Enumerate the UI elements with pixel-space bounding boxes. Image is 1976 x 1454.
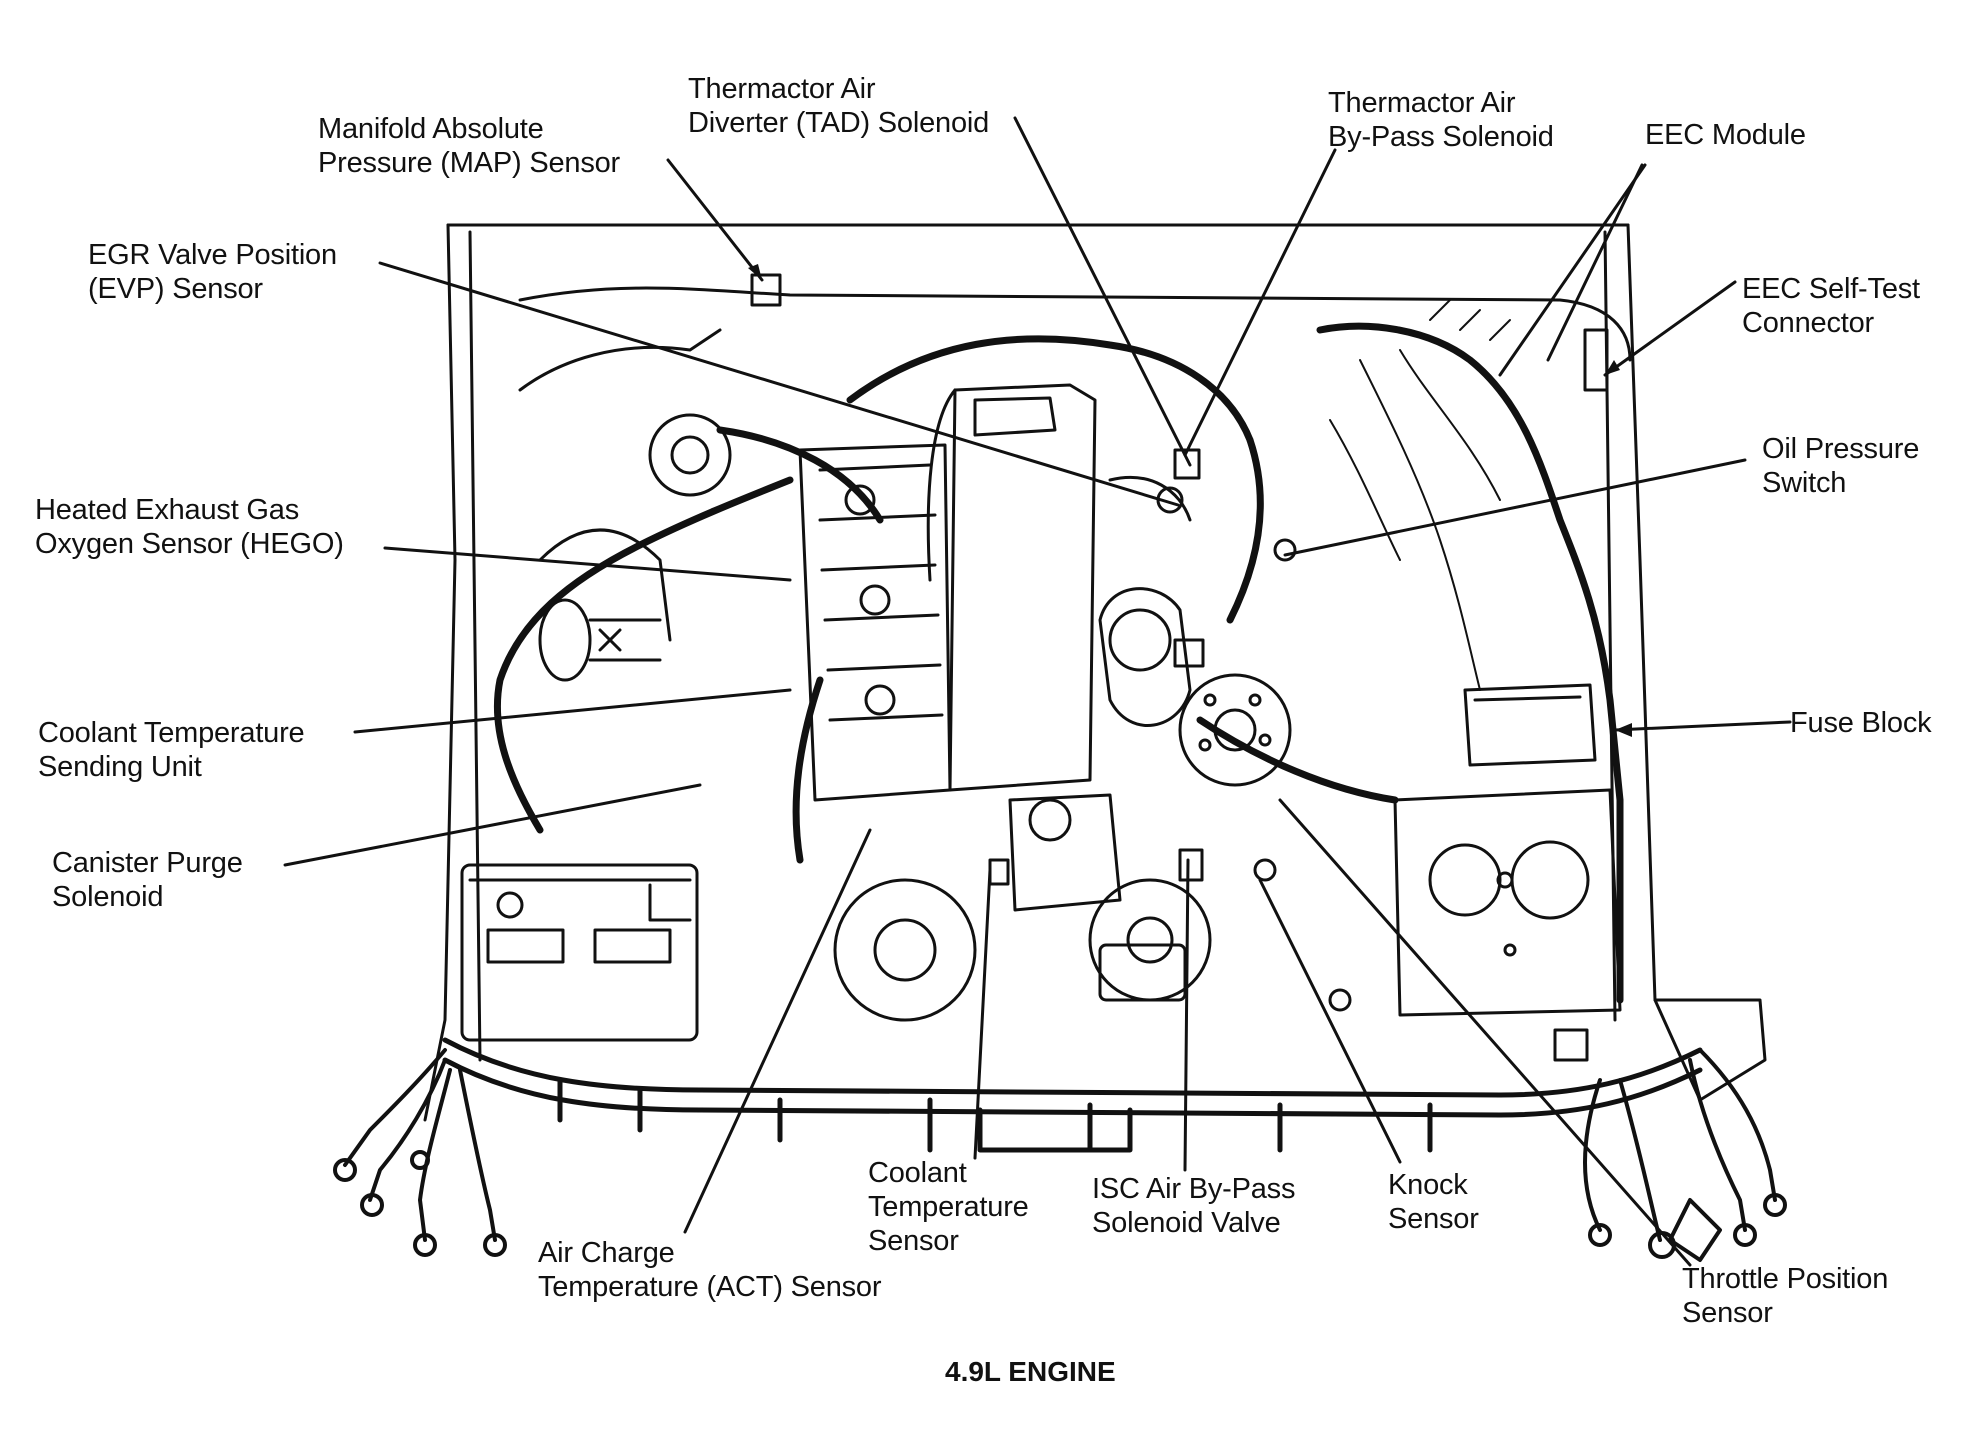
- air-cleaner: [926, 383, 1097, 792]
- diagram-caption: 4.9L ENGINE: [945, 1356, 1116, 1387]
- distributor: [1178, 673, 1292, 787]
- label-act-sensor-line-2: Temperature (ACT) Sensor: [538, 1271, 882, 1303]
- label-oil-pressure-line-2: Switch: [1762, 467, 1847, 499]
- label-act-sensor: Air Charge Temperature (ACT) Sensor: [538, 1236, 882, 1304]
- label-eec-module-line-1: EEC Module: [1645, 119, 1806, 151]
- label-isc-bypass-valve: ISC Air By-Pass Solenoid Valve: [1092, 1172, 1295, 1240]
- label-canister-purge-line-2: Solenoid: [52, 881, 164, 913]
- label-tab-solenoid-line-2: By-Pass Solenoid: [1328, 121, 1554, 153]
- label-tad-solenoid-line-2: Diverter (TAD) Solenoid: [688, 107, 990, 139]
- label-coolant-sensor-line-2: Temperature: [868, 1191, 1029, 1223]
- label-coolant-sensor-line-1: Coolant: [868, 1157, 967, 1189]
- label-isc-line-2: Solenoid Valve: [1092, 1207, 1281, 1239]
- label-hego-sensor-line-2: Oxygen Sensor (HEGO): [35, 528, 344, 560]
- label-egr-evp-sensor: EGR Valve Position (EVP) Sensor: [88, 238, 337, 306]
- intake-snorkel: [518, 328, 732, 682]
- fuse-block: [1463, 683, 1597, 767]
- label-egr-evp-sensor-line-2: (EVP) Sensor: [88, 273, 263, 305]
- label-tad-solenoid-line-1: Thermactor Air: [688, 73, 876, 105]
- label-coolant-temp-sensor: Coolant Temperature Sensor: [868, 1156, 1029, 1258]
- label-eec-self-test-line-1: EEC Self-Test: [1742, 273, 1920, 305]
- label-tps-line-2: Sensor: [1682, 1297, 1773, 1329]
- label-hego-sensor: Heated Exhaust Gas Oxygen Sensor (HEGO): [35, 493, 344, 561]
- label-tab-solenoid: Thermactor Air By-Pass Solenoid: [1328, 86, 1554, 154]
- label-tad-solenoid: Thermactor Air Diverter (TAD) Solenoid: [688, 72, 989, 140]
- label-map-sensor-line-1: Manifold Absolute: [318, 113, 544, 145]
- label-isc-line-1: ISC Air By-Pass: [1092, 1173, 1296, 1205]
- label-tps-line-1: Throttle Position: [1682, 1263, 1889, 1295]
- label-act-sensor-line-1: Air Charge: [538, 1237, 675, 1269]
- throttle-body: [1098, 475, 1192, 727]
- label-fuse-block-line-1: Fuse Block: [1790, 707, 1932, 739]
- label-oil-pressure-switch: Oil Pressure Switch: [1762, 432, 1919, 500]
- label-eec-module: EEC Module: [1645, 118, 1806, 152]
- label-coolant-temp-sending-unit: Coolant Temperature Sending Unit: [38, 716, 305, 784]
- label-tab-solenoid-line-1: Thermactor Air: [1328, 87, 1516, 119]
- label-eec-self-test-line-2: Connector: [1742, 307, 1874, 339]
- label-knock-sensor: Knock Sensor: [1388, 1168, 1479, 1236]
- leader-lines: [283, 116, 1792, 1267]
- engine-bay-outline: [423, 223, 1767, 1122]
- label-coolant-sensor-line-3: Sensor: [868, 1225, 959, 1257]
- left-connectors: [333, 1048, 507, 1257]
- label-throttle-position-sensor: Throttle Position Sensor: [1682, 1262, 1888, 1330]
- battery: [460, 863, 699, 1042]
- label-oil-pressure-line-1: Oil Pressure: [1762, 433, 1920, 465]
- label-canister-purge-line-1: Canister Purge: [52, 847, 243, 879]
- engine-harness-inner: [1329, 299, 1511, 691]
- label-eec-self-test-connector: EEC Self-Test Connector: [1742, 272, 1920, 340]
- label-hego-sensor-line-1: Heated Exhaust Gas: [35, 494, 299, 526]
- leader-arrowheads: [748, 264, 1632, 737]
- label-egr-evp-sensor-line-1: EGR Valve Position: [88, 239, 337, 271]
- label-coolant-sending-line-1: Coolant Temperature: [38, 717, 305, 749]
- label-map-sensor: Manifold Absolute Pressure (MAP) Sensor: [318, 112, 620, 180]
- front-pulleys: [833, 793, 1212, 1022]
- label-knock-sensor-line-2: Sensor: [1388, 1203, 1479, 1235]
- engine-harness: [493, 322, 1624, 1004]
- label-knock-sensor-line-1: Knock: [1388, 1169, 1468, 1201]
- label-map-sensor-line-2: Pressure (MAP) Sensor: [318, 147, 620, 179]
- front-harness: [442, 1037, 1703, 1153]
- washer-reservoir: [1393, 788, 1622, 1017]
- label-coolant-sending-line-2: Sending Unit: [38, 751, 202, 783]
- label-fuse-block: Fuse Block: [1790, 706, 1932, 740]
- label-canister-purge-solenoid: Canister Purge Solenoid: [52, 846, 243, 914]
